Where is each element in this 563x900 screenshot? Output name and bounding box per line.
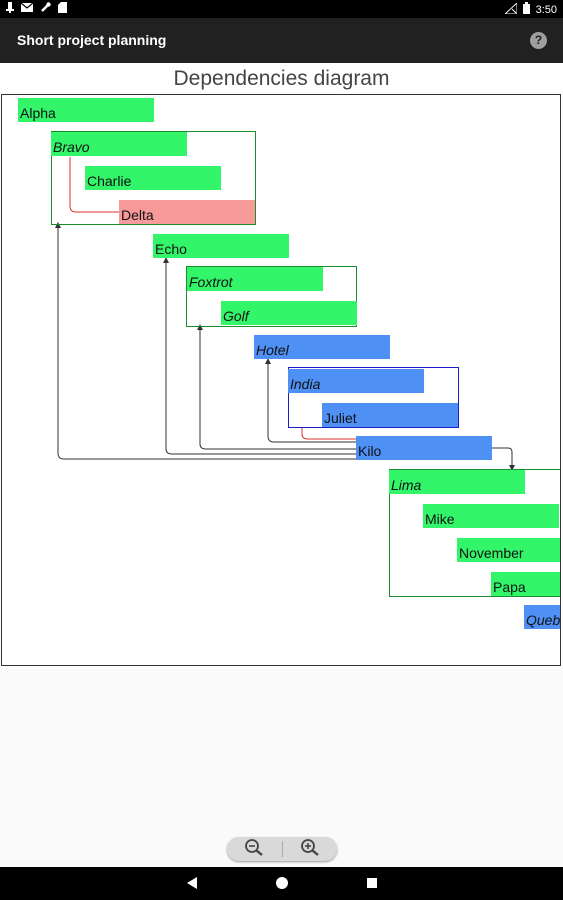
navigation-bar xyxy=(0,867,563,900)
dependency-line xyxy=(491,447,513,469)
task-bar-kilo[interactable]: Kilo xyxy=(356,436,492,460)
arrow-head xyxy=(55,222,61,228)
sd-card-icon xyxy=(58,2,67,16)
task-bar-lima[interactable]: Lima xyxy=(389,470,525,494)
zoom-in-icon xyxy=(300,838,320,861)
wrench-icon xyxy=(40,2,51,16)
task-bar-charlie[interactable]: Charlie xyxy=(85,166,221,190)
dependency-line xyxy=(267,361,357,443)
task-bar-foxtrot[interactable]: Foxtrot xyxy=(187,267,323,291)
back-icon[interactable] xyxy=(186,876,198,895)
dependency-line xyxy=(165,260,357,455)
home-icon[interactable] xyxy=(275,876,289,895)
task-bar-alpha[interactable]: Alpha xyxy=(18,98,154,122)
app-bar: Short project planning ? xyxy=(0,18,563,63)
notification-icon xyxy=(6,2,14,16)
task-bar-golf[interactable]: Golf xyxy=(221,301,357,325)
zoom-controls xyxy=(227,837,337,861)
critical-dependency-line xyxy=(69,157,120,213)
group-box-bravo xyxy=(51,131,256,225)
arrow-head xyxy=(197,324,203,330)
status-bar: 3:50 xyxy=(0,0,563,18)
task-bar-hotel[interactable]: Hotel xyxy=(254,335,390,359)
task-bar-november[interactable]: November xyxy=(457,538,560,562)
task-bar-papa[interactable]: Papa xyxy=(491,572,560,596)
help-icon[interactable]: ? xyxy=(530,32,547,49)
arrow-head xyxy=(163,257,169,263)
zoom-in-button[interactable] xyxy=(283,837,338,861)
group-box-lima xyxy=(389,469,560,597)
zoom-out-icon xyxy=(244,838,264,861)
task-bar-juliet[interactable]: Juliet xyxy=(322,403,458,427)
battery-icon xyxy=(522,2,530,17)
task-bar-delta[interactable]: Delta xyxy=(119,200,255,224)
dependency-lines xyxy=(55,157,515,471)
dependency-line xyxy=(199,327,357,450)
dependency-line xyxy=(57,225,360,460)
mail-icon xyxy=(20,2,34,15)
app-title: Short project planning xyxy=(17,32,167,48)
task-bar-bravo[interactable]: Bravo xyxy=(51,132,187,156)
arrow-head xyxy=(509,465,515,471)
task-bar-echo[interactable]: Echo xyxy=(153,234,289,258)
status-time: 3:50 xyxy=(535,3,557,16)
zoom-out-button[interactable] xyxy=(227,837,282,861)
recents-icon[interactable] xyxy=(366,876,378,895)
critical-dependency-line xyxy=(301,427,357,440)
task-bar-india[interactable]: India xyxy=(288,369,424,393)
signal-off-icon xyxy=(503,1,518,17)
diagram-frame[interactable]: Alpha Bravo Charlie Delta Echo Foxtrot G… xyxy=(1,94,561,666)
arrow-head xyxy=(265,358,271,364)
task-bar-mike[interactable]: Mike xyxy=(423,504,559,528)
diagram-canvas: Dependencies diagram xyxy=(0,63,563,668)
group-box-india xyxy=(288,367,459,428)
group-box-foxtrot xyxy=(186,266,357,327)
task-bar-queb[interactable]: Queb xyxy=(524,605,560,629)
diagram-title: Dependencies diagram xyxy=(173,67,390,90)
